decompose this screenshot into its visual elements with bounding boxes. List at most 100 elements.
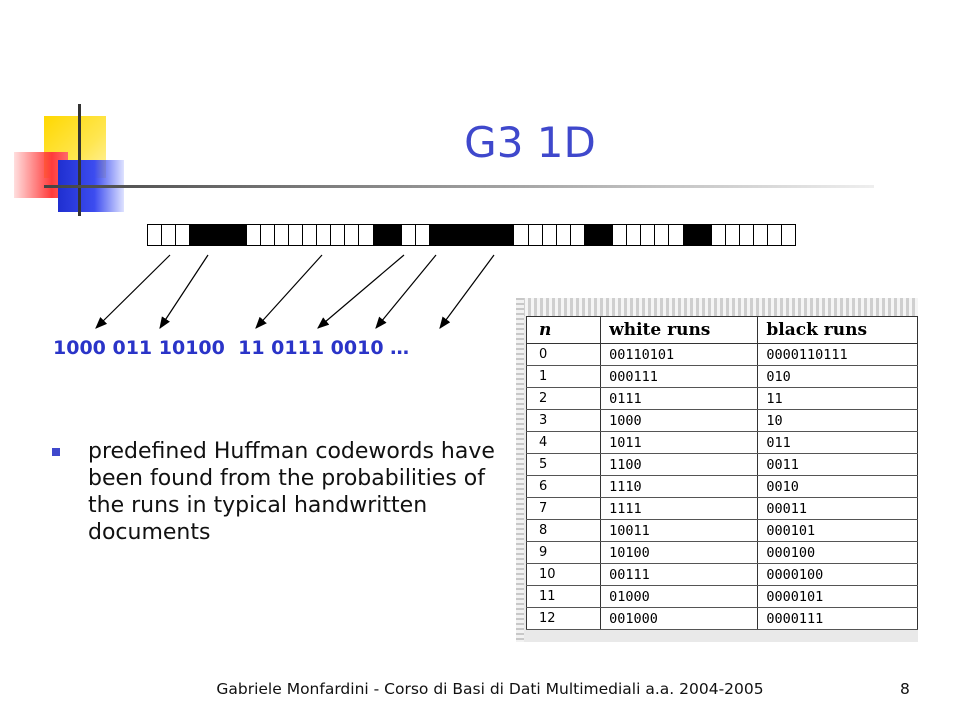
white-pixel-cell	[275, 225, 289, 245]
decor-vertical-line	[78, 104, 81, 216]
cell-white-run: 01000	[600, 585, 759, 608]
cell-white-run: 10011	[600, 519, 759, 542]
cell-black-run: 0010	[757, 475, 918, 498]
arrow-2	[159, 254, 209, 330]
bullet-marker	[52, 448, 60, 456]
bullet-text: predefined Huffman codewords have been f…	[88, 439, 495, 545]
cell-white-run: 1111	[600, 497, 759, 520]
cell-n: 4	[525, 431, 602, 454]
cell-n: 7	[525, 497, 602, 520]
white-pixel-cell	[571, 225, 585, 245]
arrow-4	[317, 254, 405, 329]
arrow-6	[439, 254, 495, 329]
cell-black-run: 10	[757, 409, 918, 432]
white-pixel-cell	[782, 225, 797, 245]
black-pixel-cell	[190, 225, 205, 245]
cell-black-run: 000101	[757, 519, 918, 542]
cell-white-run: 1000	[600, 409, 759, 432]
cell-black-run: 00011	[757, 497, 918, 520]
black-pixel-cell	[683, 225, 698, 245]
cell-white-run: 1110	[600, 475, 759, 498]
white-pixel-cell	[627, 225, 642, 245]
cell-n: 0	[525, 343, 602, 366]
black-pixel-cell	[472, 225, 487, 245]
cell-white-run: 0111	[600, 387, 759, 410]
pixel-run-strip	[147, 224, 797, 246]
black-pixel-cell	[429, 225, 444, 245]
table-header-row: n white runs black runs	[525, 316, 918, 344]
black-pixel-cell	[458, 225, 473, 245]
cell-white-run: 10100	[600, 541, 759, 564]
cell-white-run: 000111	[600, 365, 759, 388]
black-pixel-cell	[486, 225, 501, 245]
black-pixel-cell	[443, 225, 459, 245]
white-pixel-cell	[359, 225, 374, 245]
white-pixel-cell	[317, 225, 332, 245]
white-pixel-cell	[303, 225, 318, 245]
white-pixel-cell	[416, 225, 430, 245]
white-pixel-cell	[345, 225, 360, 245]
cell-black-run: 010	[757, 365, 918, 388]
cell-black-run: 0000110111	[757, 343, 918, 366]
page-number: 8	[900, 680, 910, 698]
arrow-5	[375, 254, 437, 329]
cell-n: 12	[525, 607, 602, 630]
white-pixel-cell	[768, 225, 783, 245]
black-pixel-cell	[218, 225, 233, 245]
white-pixel-cell	[557, 225, 571, 245]
black-pixel-cell	[599, 225, 614, 245]
white-pixel-cell	[529, 225, 543, 245]
white-pixel-cell	[247, 225, 261, 245]
white-pixel-cell	[261, 225, 275, 245]
cell-white-run: 00110101	[600, 343, 759, 366]
cell-n: 9	[525, 541, 602, 564]
cell-n: 8	[525, 519, 602, 542]
arrow-3	[255, 254, 323, 329]
white-pixel-cell	[331, 225, 346, 245]
cell-black-run: 0000100	[757, 563, 918, 586]
table-image-edge-left	[516, 298, 524, 642]
black-pixel-cell	[500, 225, 515, 245]
header-white-runs: white runs	[600, 316, 759, 344]
cell-n: 6	[525, 475, 602, 498]
white-pixel-cell	[669, 225, 684, 245]
cell-black-run: 11	[757, 387, 918, 410]
cell-black-run: 0011	[757, 453, 918, 476]
white-pixel-cell	[726, 225, 740, 245]
white-pixel-cell	[514, 225, 529, 245]
cell-white-run: 001000	[600, 607, 759, 630]
white-pixel-cell	[740, 225, 755, 245]
footer-text: Gabriele Monfardini - Corso di Basi di D…	[216, 680, 764, 698]
cell-n: 3	[525, 409, 602, 432]
black-pixel-cell	[373, 225, 388, 245]
white-pixel-cell	[754, 225, 769, 245]
cell-white-run: 1100	[600, 453, 759, 476]
code-sequence: 1000 011 10100 11 0111 0010 …	[53, 337, 410, 359]
white-pixel-cell	[176, 225, 191, 245]
cell-white-run: 00111	[600, 563, 759, 586]
white-pixel-cell	[162, 225, 177, 245]
white-pixel-cell	[641, 225, 656, 245]
cell-black-run: 0000111	[757, 607, 918, 630]
cell-n: 2	[525, 387, 602, 410]
white-pixel-cell	[613, 225, 628, 245]
header-n: n	[525, 316, 602, 344]
black-pixel-cell	[232, 225, 247, 245]
title-underline	[44, 185, 874, 188]
cell-black-run: 0000101	[757, 585, 918, 608]
cell-white-run: 1011	[600, 431, 759, 454]
white-pixel-cell	[148, 225, 163, 245]
